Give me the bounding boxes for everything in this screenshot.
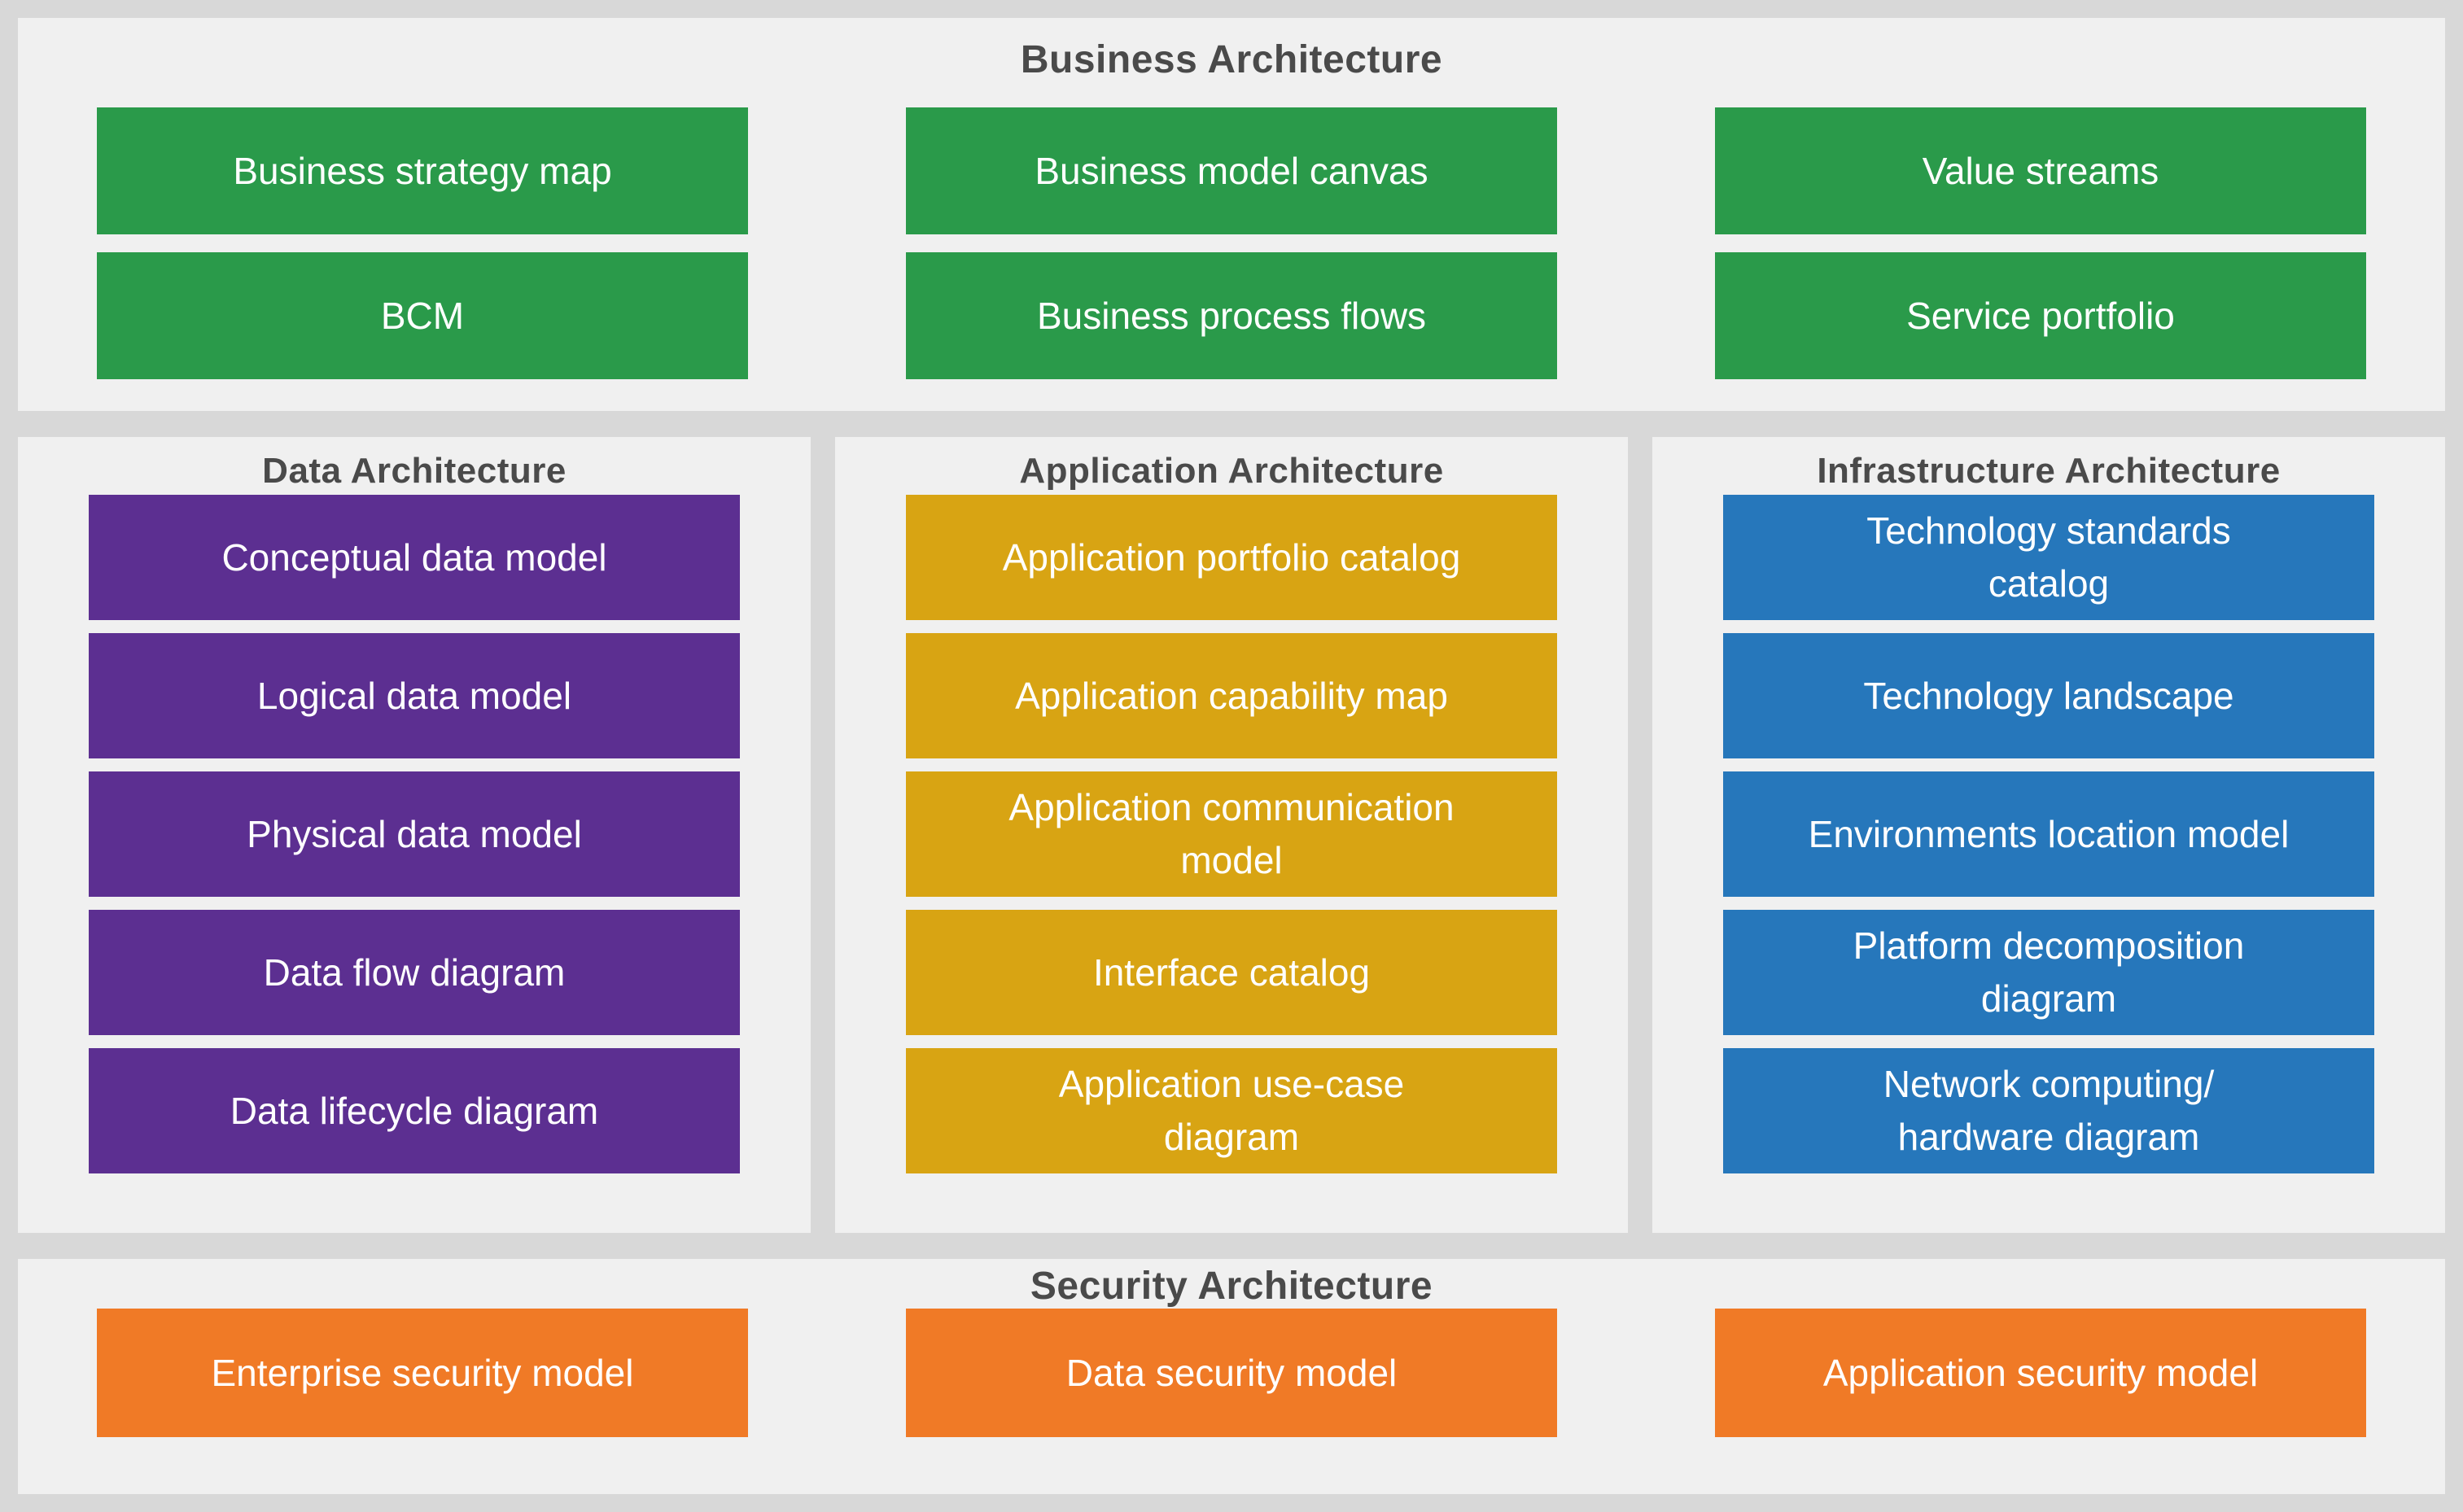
box-physical-data-model: Physical data model [89, 771, 740, 897]
box-platform-decomposition-diagram: Platform decomposition diagram [1723, 909, 2374, 1035]
box-application-communication-model: Application communication model [906, 771, 1557, 897]
box-business-process-flows: Business process flows [906, 251, 1557, 379]
box-business-strategy-map: Business strategy map [97, 107, 748, 234]
box-application-portfolio-catalog: Application portfolio catalog [906, 494, 1557, 620]
middle-architecture-row: Data Architecture Conceptual data model … [18, 437, 2445, 1233]
infrastructure-architecture-title: Infrastructure Architecture [1817, 451, 2281, 491]
box-logical-data-model: Logical data model [89, 632, 740, 758]
box-interface-catalog: Interface catalog [906, 909, 1557, 1035]
data-architecture-panel: Data Architecture Conceptual data model … [18, 437, 811, 1233]
infrastructure-architecture-panel: Infrastructure Architecture Technology s… [1652, 437, 2445, 1233]
box-data-security-model: Data security model [906, 1308, 1557, 1437]
infrastructure-architecture-list: Technology standards catalog Technology … [1652, 494, 2445, 1173]
box-business-model-canvas: Business model canvas [906, 107, 1557, 234]
data-architecture-title: Data Architecture [262, 451, 567, 491]
box-service-portfolio: Service portfolio [1715, 251, 2366, 379]
box-application-use-case-diagram: Application use-case diagram [906, 1047, 1557, 1173]
box-application-security-model: Application security model [1715, 1308, 2366, 1437]
business-architecture-panel: Business Architecture Business strategy … [18, 18, 2445, 411]
box-data-flow-diagram: Data flow diagram [89, 909, 740, 1035]
business-architecture-title: Business Architecture [1020, 38, 1443, 81]
business-architecture-grid: Business strategy map Business model can… [18, 107, 2445, 379]
box-technology-standards-catalog: Technology standards catalog [1723, 494, 2374, 620]
box-technology-landscape: Technology landscape [1723, 632, 2374, 758]
box-value-streams: Value streams [1715, 107, 2366, 234]
data-architecture-list: Conceptual data model Logical data model… [18, 494, 811, 1173]
box-network-computing-hardware-diagram: Network computing/ hardware diagram [1723, 1047, 2374, 1173]
box-data-lifecycle-diagram: Data lifecycle diagram [89, 1047, 740, 1173]
box-environments-location-model: Environments location model [1723, 771, 2374, 897]
application-architecture-panel: Application Architecture Application por… [835, 437, 1628, 1233]
application-architecture-list: Application portfolio catalog Applicatio… [835, 494, 1628, 1173]
box-conceptual-data-model: Conceptual data model [89, 494, 740, 620]
security-architecture-grid: Enterprise security model Data security … [18, 1308, 2445, 1437]
security-architecture-panel: Security Architecture Enterprise securit… [18, 1259, 2445, 1494]
application-architecture-title: Application Architecture [1019, 451, 1444, 491]
box-enterprise-security-model: Enterprise security model [97, 1308, 748, 1437]
box-bcm: BCM [97, 251, 748, 379]
box-application-capability-map: Application capability map [906, 632, 1557, 758]
security-architecture-title: Security Architecture [1030, 1265, 1433, 1308]
